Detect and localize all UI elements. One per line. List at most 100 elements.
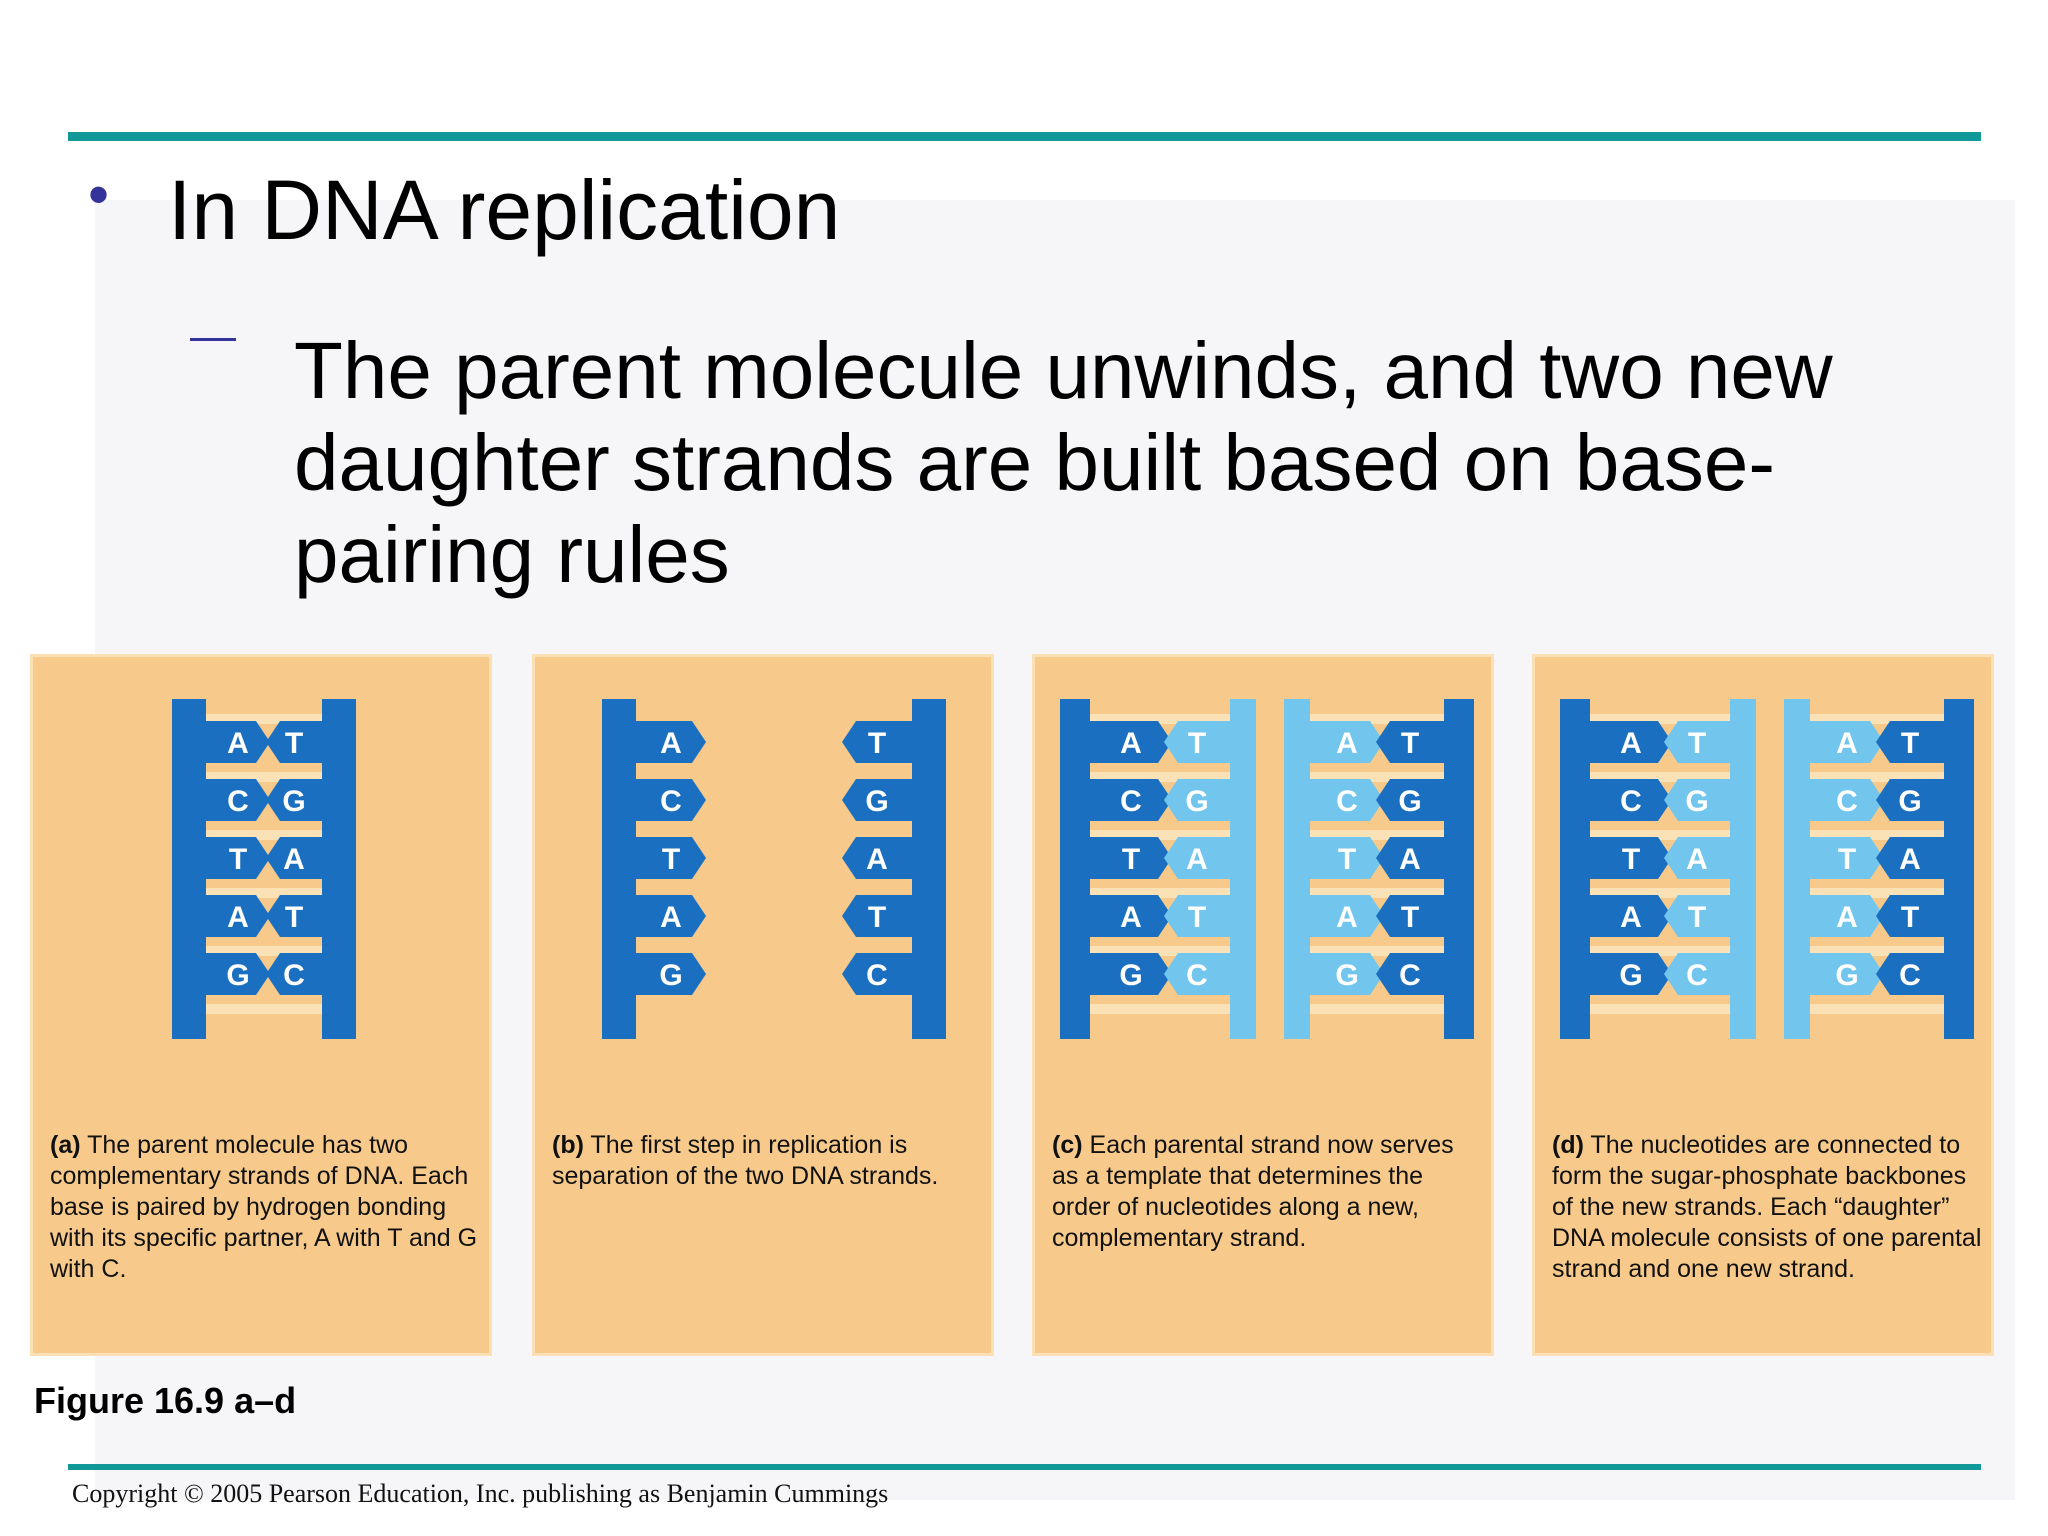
base-letter: A — [660, 727, 682, 760]
bottom-accent-rule — [68, 1464, 1981, 1470]
base-letter: T — [285, 901, 303, 934]
base-letter: A — [866, 843, 888, 876]
base-letter: A — [1399, 843, 1421, 876]
nucleotide-base — [1590, 779, 1672, 821]
base-letter: T — [1122, 843, 1140, 876]
base-letter: A — [227, 727, 249, 760]
base-letter: G — [1185, 785, 1208, 818]
rung — [1310, 714, 1444, 724]
new-strand-left — [1230, 699, 1256, 1039]
panel-d-caption: (d) The nucleotides are connected to for… — [1552, 1130, 1982, 1285]
nucleotide-base — [1164, 837, 1230, 879]
rung — [1090, 888, 1230, 898]
base-letter: T — [1688, 901, 1706, 934]
nucleotide-base — [1590, 721, 1672, 763]
nucleotide-base — [636, 837, 706, 879]
nucleotide-base — [842, 721, 912, 763]
nucleotide-base — [206, 721, 270, 763]
base-letter: G — [1398, 785, 1421, 818]
nucleotide-base — [842, 837, 912, 879]
nucleotide-base — [1310, 953, 1384, 995]
nucleotide-base — [1376, 837, 1444, 879]
base-letter: C — [1836, 785, 1858, 818]
base-letter: C — [1399, 959, 1421, 992]
nucleotide-base — [1090, 837, 1172, 879]
base-letter: T — [1188, 901, 1206, 934]
nucleotide-base — [1810, 895, 1884, 937]
base-letter: C — [1620, 785, 1642, 818]
rung — [1810, 772, 1944, 782]
base-letter: T — [868, 727, 886, 760]
new-strand-left — [1730, 699, 1756, 1039]
base-letter: T — [1901, 727, 1919, 760]
rung — [1090, 714, 1230, 724]
rung — [1810, 946, 1944, 956]
nucleotide-base — [636, 779, 706, 821]
base-letter: T — [1401, 901, 1419, 934]
rung — [1310, 1004, 1444, 1014]
rung — [1310, 772, 1444, 782]
sub-bullet-dash — [190, 338, 236, 341]
rung — [1810, 714, 1944, 724]
base-letter: A — [660, 901, 682, 934]
rung — [1310, 830, 1444, 840]
nucleotide-base — [266, 953, 322, 995]
base-letter: T — [868, 901, 886, 934]
rung — [1810, 888, 1944, 898]
nucleotide-base — [206, 837, 270, 879]
nucleotide-base — [1590, 953, 1672, 995]
nucleotide-base — [842, 779, 912, 821]
rung — [1590, 888, 1730, 898]
base-letter: C — [1120, 785, 1142, 818]
base-letter: G — [282, 785, 305, 818]
nucleotide-base — [1876, 895, 1944, 937]
panel-a-label: (a) — [50, 1131, 81, 1159]
base-letter: A — [227, 901, 249, 934]
nucleotide-base — [1090, 895, 1172, 937]
nucleotide-base — [1664, 895, 1730, 937]
base-letter: A — [1336, 901, 1358, 934]
rung — [1090, 830, 1230, 840]
panel-c-caption-text: Each parental strand now serves as a tem… — [1052, 1131, 1454, 1252]
base-letter: C — [1686, 959, 1708, 992]
rung — [206, 772, 322, 782]
base-letter: T — [1901, 901, 1919, 934]
bullet-dot: • — [88, 161, 110, 228]
base-letter: T — [1688, 727, 1706, 760]
base-letter: G — [1835, 959, 1858, 992]
rung — [1310, 888, 1444, 898]
base-letter: C — [1186, 959, 1208, 992]
nucleotide-base — [1376, 953, 1444, 995]
rung — [1090, 772, 1230, 782]
nucleotide-base — [1876, 721, 1944, 763]
base-letter: G — [226, 959, 249, 992]
nucleotide-base — [636, 895, 706, 937]
rung — [1090, 946, 1230, 956]
base-letter: C — [1336, 785, 1358, 818]
nucleotide-base — [1876, 953, 1944, 995]
base-letter: G — [659, 959, 682, 992]
nucleotide-base — [206, 895, 270, 937]
figure-label: Figure 16.9 a–d — [34, 1380, 297, 1421]
nucleotide-base — [266, 721, 322, 763]
base-letter: A — [283, 843, 305, 876]
parent-strand-right — [912, 699, 946, 1039]
parent-strand-right — [322, 699, 356, 1039]
rung — [1090, 1004, 1230, 1014]
panel-a-caption: (a) The parent molecule has two compleme… — [50, 1130, 480, 1285]
nucleotide-base — [636, 953, 706, 995]
nucleotide-base — [1090, 953, 1172, 995]
base-letter: T — [1338, 843, 1356, 876]
base-letter: C — [1899, 959, 1921, 992]
panel-d-caption-text: The nucleotides are connected to form th… — [1552, 1131, 1982, 1283]
nucleotide-base — [1810, 837, 1884, 879]
rung — [1590, 830, 1730, 840]
rung — [206, 714, 322, 724]
base-letter: A — [1620, 901, 1642, 934]
nucleotide-base — [1810, 779, 1884, 821]
